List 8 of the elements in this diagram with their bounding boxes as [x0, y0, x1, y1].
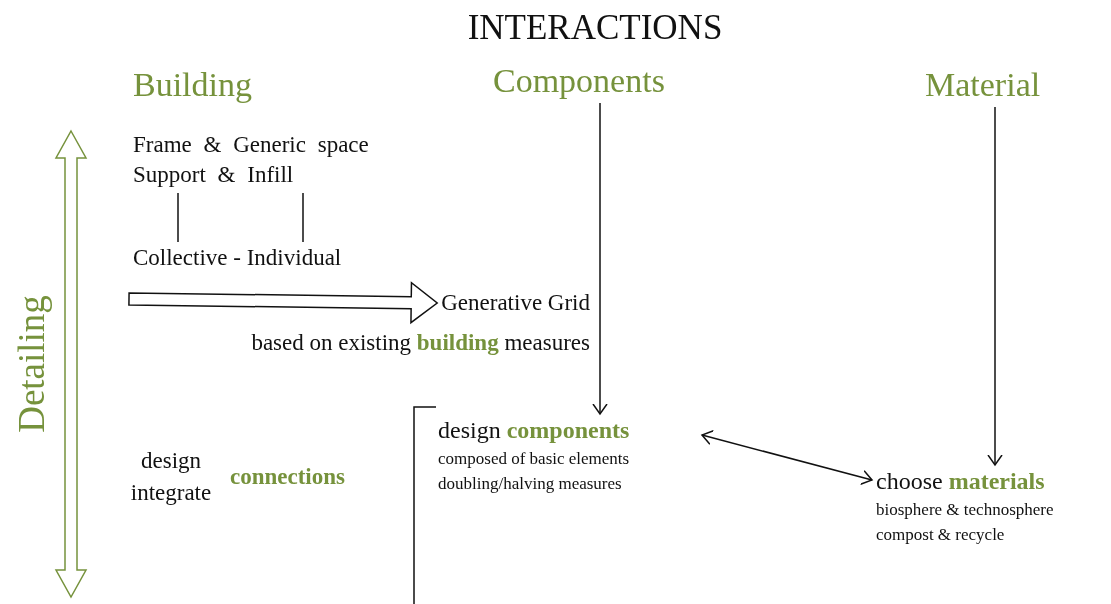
title: INTERACTIONS [466, 8, 724, 48]
block-arrow [128, 281, 439, 325]
connector-line [302, 192, 304, 243]
axis-label: Detailing [9, 295, 53, 433]
arrow [987, 106, 1003, 466]
arrow [592, 102, 608, 415]
connector-line [177, 192, 179, 243]
double-arrow [701, 430, 873, 485]
